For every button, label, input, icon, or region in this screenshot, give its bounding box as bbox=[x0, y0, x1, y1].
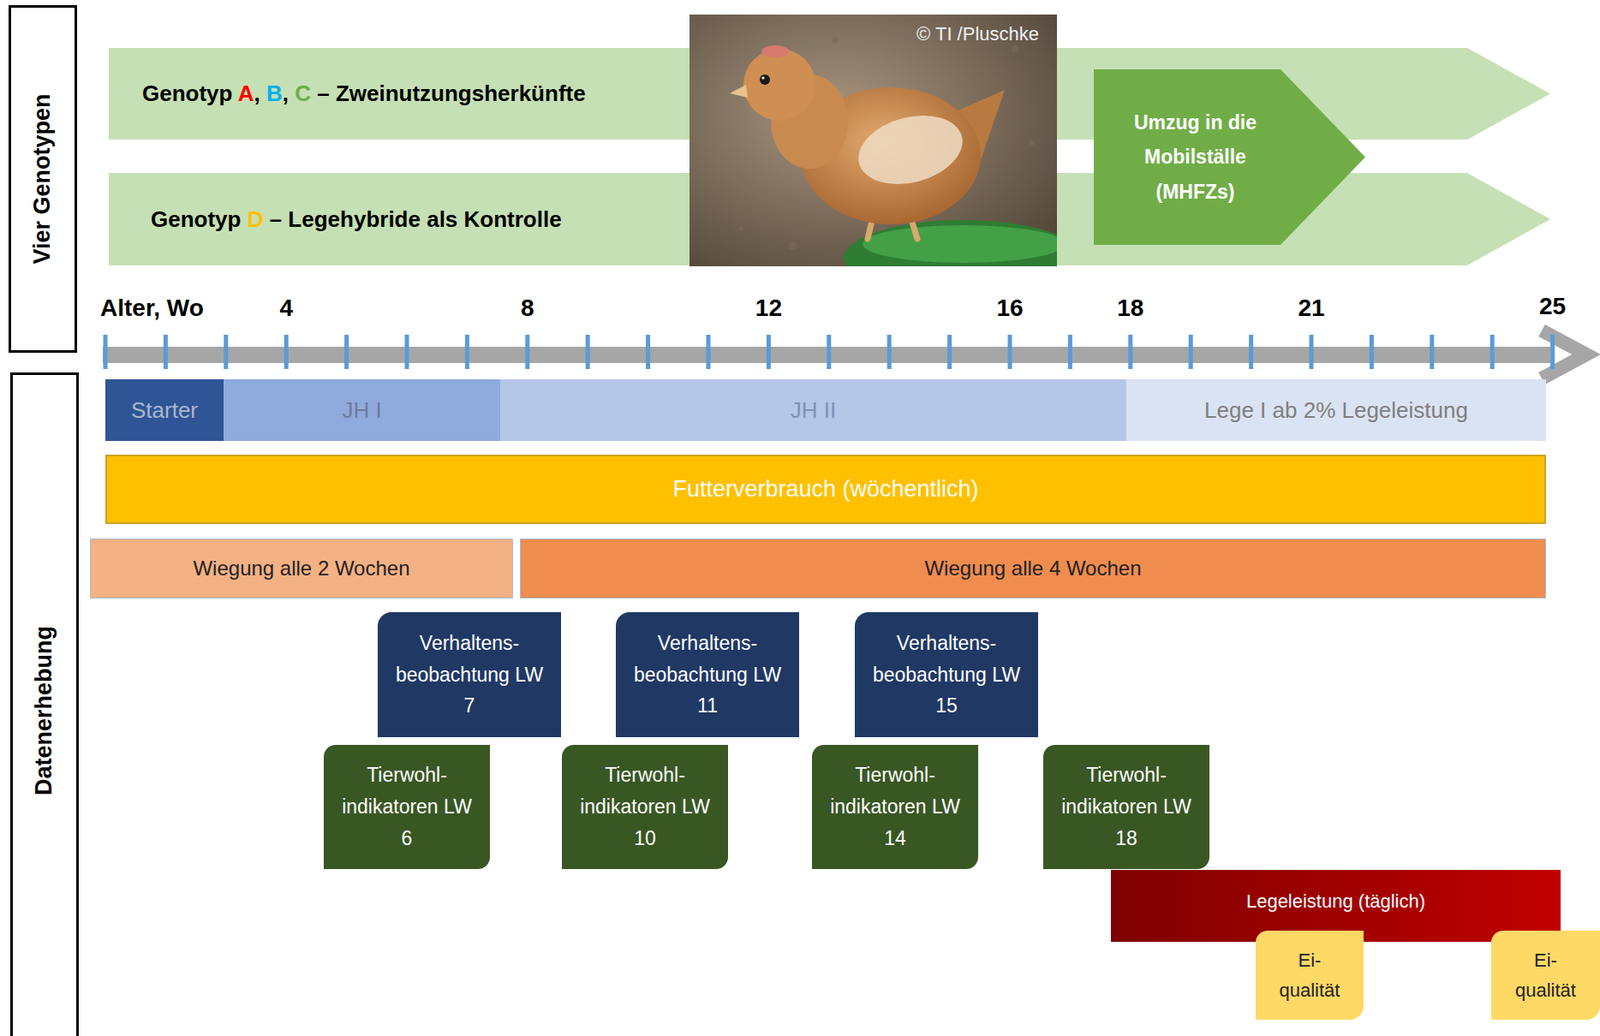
chick-beak bbox=[729, 84, 748, 98]
axis-ticks bbox=[105, 334, 1553, 370]
box-text: Tierwohl- indikatoren LW 6 bbox=[337, 759, 477, 854]
box-text: Tierwohl- indikatoren LW 10 bbox=[575, 759, 715, 854]
section-label: Datenerhebung bbox=[10, 372, 79, 1036]
week-number: 16 bbox=[996, 294, 1023, 323]
phase-bar: Lege I ab 2% Legeleistung bbox=[1126, 379, 1547, 442]
chick-comb bbox=[761, 45, 789, 58]
box-text: Starter bbox=[105, 396, 224, 425]
box-text: Lege I ab 2% Legeleistung bbox=[1126, 396, 1547, 425]
genotype-letter: C bbox=[294, 80, 311, 107]
welfare-box: Tierwohl- indikatoren LW 18 bbox=[1043, 745, 1210, 870]
box-text: Umzug in die Mobilställe (MHFZs) bbox=[1110, 105, 1280, 209]
feeder bbox=[843, 220, 1057, 267]
box-text: JH I bbox=[223, 396, 501, 425]
genotype-letter: A bbox=[238, 80, 255, 107]
box-text: Futterverbrauch (wöchentlich) bbox=[107, 475, 1545, 505]
axis-arrowhead bbox=[1541, 330, 1587, 379]
week-number: 18 bbox=[1116, 294, 1144, 323]
section-label: Vier Genotypen bbox=[8, 5, 78, 353]
egg-quality-box: Ei- qualität bbox=[1491, 931, 1600, 1021]
box-text: Genotyp D – Legehybride als Kontrolle bbox=[150, 205, 562, 234]
genotype-letter: D bbox=[247, 206, 264, 233]
box-text: Tierwohl- indikatoren LW 18 bbox=[1056, 759, 1196, 854]
feeder-rim bbox=[862, 225, 1057, 263]
phase-bar: JH I bbox=[223, 379, 501, 442]
genotype-letter: B bbox=[266, 80, 283, 107]
box-text: Verhaltens- beobachtung LW 11 bbox=[627, 627, 788, 723]
welfare-box: Tierwohl- indikatoren LW 6 bbox=[323, 745, 490, 870]
week-number: 8 bbox=[520, 294, 535, 323]
axis-bar bbox=[102, 346, 1551, 364]
chick-eye bbox=[759, 74, 771, 85]
phase-bar: JH II bbox=[500, 379, 1127, 442]
chick-wing bbox=[850, 104, 970, 196]
axis-title: Alter, Wo bbox=[100, 294, 204, 323]
copyright-watermark: © TI /Pluschke bbox=[916, 23, 1039, 46]
weighing-bar: Wiegung alle 2 Wochen bbox=[89, 538, 514, 599]
egg-quality-box: Ei- qualität bbox=[1255, 931, 1364, 1021]
week-number: 12 bbox=[755, 294, 783, 323]
weighing-bar: Wiegung alle 4 Wochen bbox=[519, 538, 1547, 599]
week-number: 25 bbox=[1539, 292, 1566, 321]
litter-texture bbox=[704, 36, 1035, 251]
box-text: Verhaltens- beobachtung LW 15 bbox=[866, 627, 1027, 723]
welfare-box: Tierwohl- indikatoren LW 10 bbox=[561, 745, 729, 870]
chick-photo bbox=[689, 14, 1057, 267]
chick-head bbox=[743, 48, 816, 121]
week-number: 4 bbox=[279, 294, 293, 323]
box-text: Wiegung alle 2 Wochen bbox=[90, 555, 513, 582]
feed-bar: Futterverbrauch (wöchentlich) bbox=[105, 454, 1547, 525]
box-text: Wiegung alle 4 Wochen bbox=[520, 555, 1546, 582]
week-number: 21 bbox=[1297, 294, 1325, 323]
box-text: Tierwohl- indikatoren LW 14 bbox=[825, 759, 965, 854]
box-text: JH II bbox=[500, 396, 1127, 425]
phase-bar: Starter bbox=[105, 379, 224, 442]
box-text: Verhaltens- beobachtung LW 7 bbox=[389, 627, 550, 723]
box-text: Ei- qualität bbox=[1503, 945, 1589, 1006]
box-text: Legeleistung (täglich) bbox=[1110, 889, 1561, 914]
box-text: Genotyp A, B, C – Zweinutzungsherkünfte bbox=[142, 79, 586, 108]
eye-highlight bbox=[761, 76, 765, 79]
welfare-box: Tierwohl- indikatoren LW 14 bbox=[811, 745, 979, 870]
vertical-heading: Vier Genotypen bbox=[28, 93, 58, 264]
vertical-heading: Datenerhebung bbox=[29, 626, 60, 796]
behaviour-box: Verhaltens- beobachtung LW 7 bbox=[377, 612, 562, 738]
transfer-arrow: Umzug in die Mobilställe (MHFZs) bbox=[1093, 69, 1366, 245]
arrow-fill bbox=[1093, 69, 1366, 245]
behaviour-box: Verhaltens- beobachtung LW 15 bbox=[854, 612, 1039, 738]
box-text: Ei- qualität bbox=[1267, 945, 1352, 1006]
behaviour-box: Verhaltens- beobachtung LW 11 bbox=[615, 612, 800, 738]
